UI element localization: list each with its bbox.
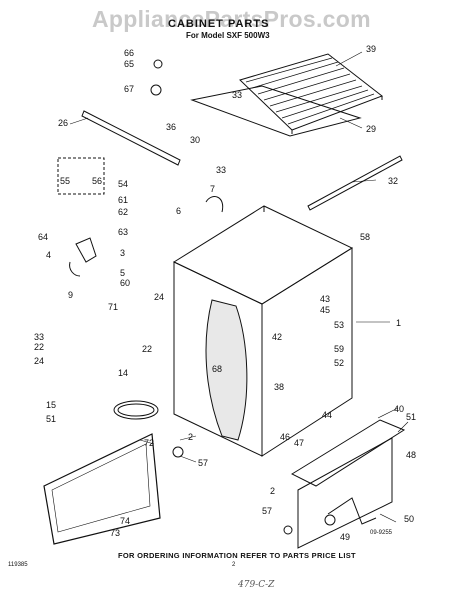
- callout-number: 60: [120, 278, 130, 288]
- callout-number: 40: [394, 404, 404, 414]
- callout-number: 1: [396, 318, 401, 328]
- callout-number: 3: [120, 248, 125, 258]
- callout-number: 48: [406, 450, 416, 460]
- callout-number: 6: [176, 206, 181, 216]
- callout-number: 51: [46, 414, 56, 424]
- ordering-note: FOR ORDERING INFORMATION REFER TO PARTS …: [118, 551, 356, 560]
- callout-number: 42: [272, 332, 282, 342]
- callout-number: 24: [154, 292, 164, 302]
- callout-number: 53: [334, 320, 344, 330]
- callout-number: 74: [120, 516, 130, 526]
- callout-number: 55: [60, 176, 70, 186]
- callout-number: 72: [144, 438, 154, 448]
- callout-number: 54: [118, 179, 128, 189]
- callout-number: 52: [334, 358, 344, 368]
- callout-number: 32: [388, 176, 398, 186]
- callout-number: 67: [124, 84, 134, 94]
- callout-number: 61: [118, 195, 128, 205]
- cabinet-base: [290, 419, 406, 549]
- callout-number: 4: [46, 250, 51, 260]
- callout-number: 24: [34, 356, 44, 366]
- callout-number: 38: [274, 382, 284, 392]
- callout-number: 5: [120, 268, 125, 278]
- callout-number: 49: [340, 532, 350, 542]
- callout-labels: 66 65 67 39 33 26 36 30 29 33 32 55 56 5…: [34, 44, 416, 542]
- callout-number: 64: [38, 232, 48, 242]
- callout-number: 66: [124, 48, 134, 58]
- wood-top: [239, 53, 384, 131]
- page-title: CABINET PARTS: [168, 18, 270, 30]
- callout-number: 33: [232, 90, 242, 100]
- callout-number: 68: [212, 364, 222, 374]
- cabinet-body: [172, 205, 354, 457]
- callout-number: 22: [142, 344, 152, 354]
- callout-number: 73: [110, 528, 120, 538]
- callout-number: 36: [166, 122, 176, 132]
- callout-number: 65: [124, 59, 134, 69]
- callout-number: 26: [58, 118, 68, 128]
- kick-plate: [43, 433, 161, 545]
- trim-strip-left: [81, 110, 181, 166]
- callout-number: 2: [270, 486, 275, 496]
- callout-number: 50: [404, 514, 414, 524]
- callout-number: 39: [366, 44, 376, 54]
- trim-strip-right: [307, 155, 403, 211]
- callout-number: 29: [366, 124, 376, 134]
- top-cover-panel: [190, 85, 362, 137]
- callout-number: 15: [46, 400, 56, 410]
- callout-number: 43: [320, 294, 330, 304]
- callout-number: 57: [262, 506, 272, 516]
- callout-number: 45: [320, 305, 330, 315]
- callout-number: 46: [280, 432, 290, 442]
- callout-number: 56: [92, 176, 102, 186]
- callout-number: 33: [34, 332, 44, 342]
- handwritten-note: 479-C-Z: [238, 580, 275, 590]
- callout-number: 44: [322, 410, 332, 420]
- callout-number: 33: [216, 165, 226, 175]
- page-subtitle: For Model SXF 500W3: [186, 31, 270, 40]
- diagram-code: 09-9255: [370, 530, 393, 536]
- callout-number: 47: [294, 438, 304, 448]
- callout-number: 7: [210, 184, 215, 194]
- callout-number: 62: [118, 207, 128, 217]
- callout-number: 14: [118, 368, 128, 378]
- site-watermark: AppliancePartsPros.com: [92, 6, 371, 32]
- callout-number: 63: [118, 227, 128, 237]
- callout-number: 51: [406, 412, 416, 422]
- callout-number: 58: [360, 232, 370, 242]
- callout-number: 22: [34, 342, 44, 352]
- page-number: 2: [232, 562, 236, 568]
- callout-number: 59: [334, 344, 344, 354]
- corner-code: 119385: [8, 562, 28, 568]
- callout-number: 71: [108, 302, 118, 312]
- callout-number: 30: [190, 135, 200, 145]
- callout-number: 9: [68, 290, 73, 300]
- callout-number: 2: [188, 432, 193, 442]
- callout-number: 57: [198, 458, 208, 468]
